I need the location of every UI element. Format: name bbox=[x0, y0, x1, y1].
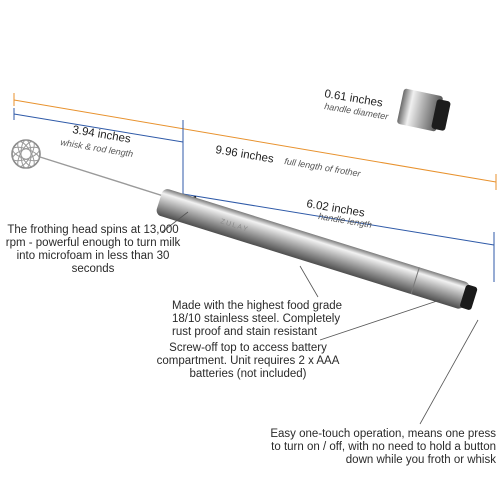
frother-handle bbox=[156, 189, 478, 310]
handle-cross-section bbox=[397, 88, 451, 132]
whisk-coil-icon bbox=[11, 139, 41, 169]
handle-length-dimension-line bbox=[182, 193, 495, 282]
full-length-value: 9.96 inches bbox=[215, 144, 275, 166]
full-length-dimension-line bbox=[13, 93, 497, 190]
callout-operation: Easy one-touch operation, means one pres… bbox=[270, 428, 496, 466]
whisk-length-dimension-line bbox=[13, 108, 184, 196]
callout-leader-lines bbox=[161, 211, 479, 425]
callout-material: Made with the highest food grade 18/10 s… bbox=[172, 300, 343, 338]
callout-frothing-head: The frothing head spins at 13,000 rpm - … bbox=[5, 224, 181, 275]
full-length-label: full length of frother bbox=[284, 156, 363, 179]
callout-battery: Screw-off top to access battery compartm… bbox=[156, 342, 340, 380]
